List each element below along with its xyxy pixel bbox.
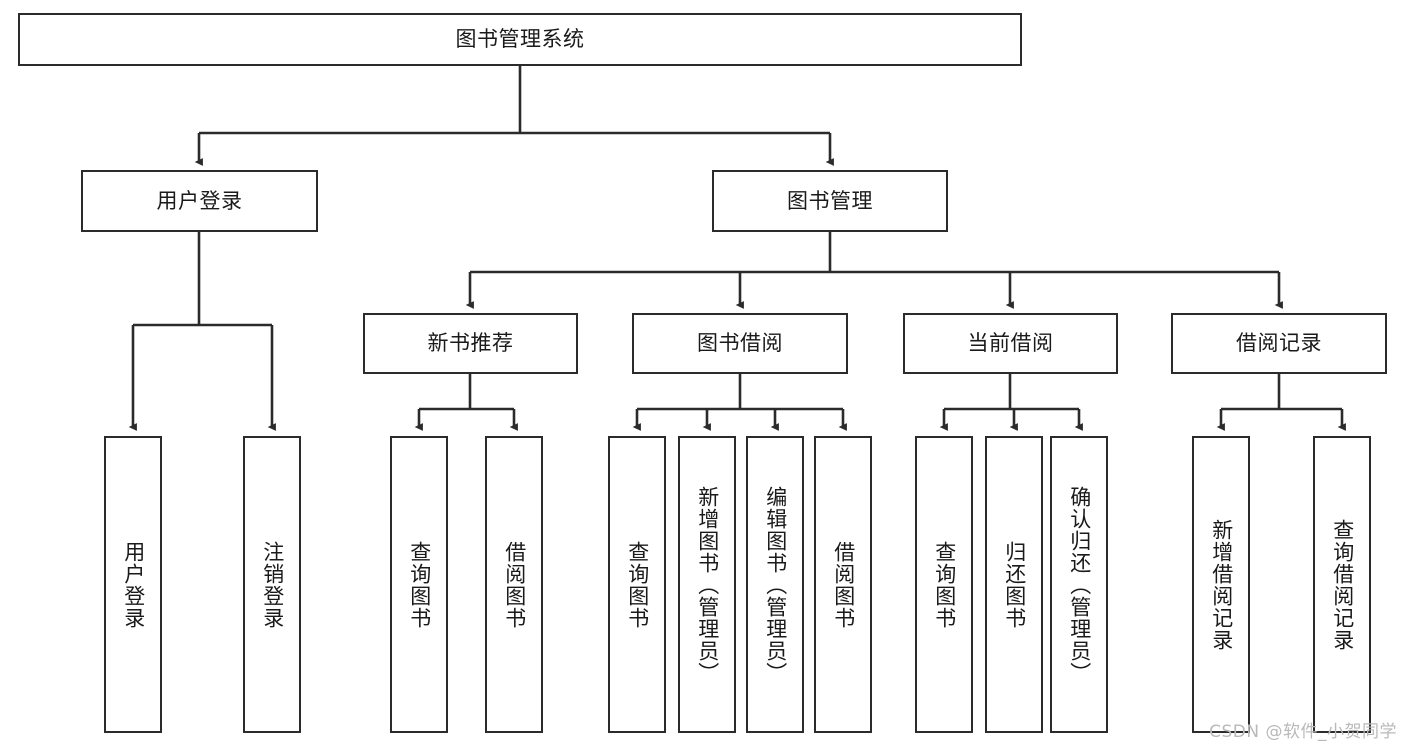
node-leaf-query-book-3-label: 查询图书	[932, 540, 957, 629]
node-leaf-borrow-book-2-label: 借阅图书	[831, 540, 856, 629]
node-book-manage-label: 图书管理	[787, 188, 873, 213]
node-book-borrow[interactable]: 图书借阅	[632, 313, 848, 374]
node-current-borrow-label: 当前借阅	[967, 331, 1054, 356]
node-book-borrow-label: 图书借阅	[697, 331, 783, 356]
node-user-login-label: 用户登录	[156, 188, 243, 213]
node-leaf-return-book-label: 归还图书	[1002, 540, 1027, 629]
node-leaf-confirm-return-label: 确认归还（管理员）	[1067, 485, 1092, 684]
node-leaf-edit-book-label: 编辑图书（管理员）	[763, 485, 788, 684]
node-leaf-borrow-book-2[interactable]: 借阅图书	[814, 436, 872, 733]
node-leaf-borrow-book-1-label: 借阅图书	[502, 540, 527, 629]
node-leaf-confirm-return[interactable]: 确认归还（管理员）	[1050, 436, 1108, 733]
node-leaf-edit-book[interactable]: 编辑图书（管理员）	[746, 436, 804, 733]
node-leaf-return-book[interactable]: 归还图书	[985, 436, 1043, 733]
node-root-label: 图书管理系统	[455, 27, 585, 52]
node-leaf-user-login[interactable]: 用户登录	[104, 436, 162, 733]
node-leaf-query-record-label: 查询借阅记录	[1330, 518, 1355, 651]
node-leaf-add-record-label: 新增借阅记录	[1209, 518, 1234, 651]
node-leaf-add-book[interactable]: 新增图书（管理员）	[678, 436, 736, 733]
node-book-manage[interactable]: 图书管理	[712, 170, 948, 232]
node-leaf-query-book-3[interactable]: 查询图书	[915, 436, 973, 733]
node-current-borrow[interactable]: 当前借阅	[903, 313, 1118, 374]
node-borrow-record-label: 借阅记录	[1236, 331, 1322, 356]
node-new-book-rec-label: 新书推荐	[427, 331, 514, 356]
node-borrow-record[interactable]: 借阅记录	[1171, 313, 1387, 374]
node-leaf-query-book-1-label: 查询图书	[407, 540, 432, 629]
node-new-book-rec[interactable]: 新书推荐	[363, 313, 578, 374]
node-leaf-query-book-2[interactable]: 查询图书	[608, 436, 666, 733]
node-leaf-query-book-2-label: 查询图书	[625, 540, 650, 629]
node-leaf-logout-label: 注销登录	[260, 540, 285, 629]
node-leaf-query-record[interactable]: 查询借阅记录	[1313, 436, 1371, 733]
node-leaf-logout[interactable]: 注销登录	[243, 436, 301, 733]
node-leaf-add-book-label: 新增图书（管理员）	[695, 485, 720, 684]
node-leaf-query-book-1[interactable]: 查询图书	[390, 436, 448, 733]
node-user-login[interactable]: 用户登录	[81, 170, 318, 232]
node-leaf-borrow-book-1[interactable]: 借阅图书	[485, 436, 543, 733]
node-leaf-user-login-label: 用户登录	[121, 540, 146, 629]
node-leaf-add-record[interactable]: 新增借阅记录	[1192, 436, 1250, 733]
node-root[interactable]: 图书管理系统	[18, 13, 1022, 66]
